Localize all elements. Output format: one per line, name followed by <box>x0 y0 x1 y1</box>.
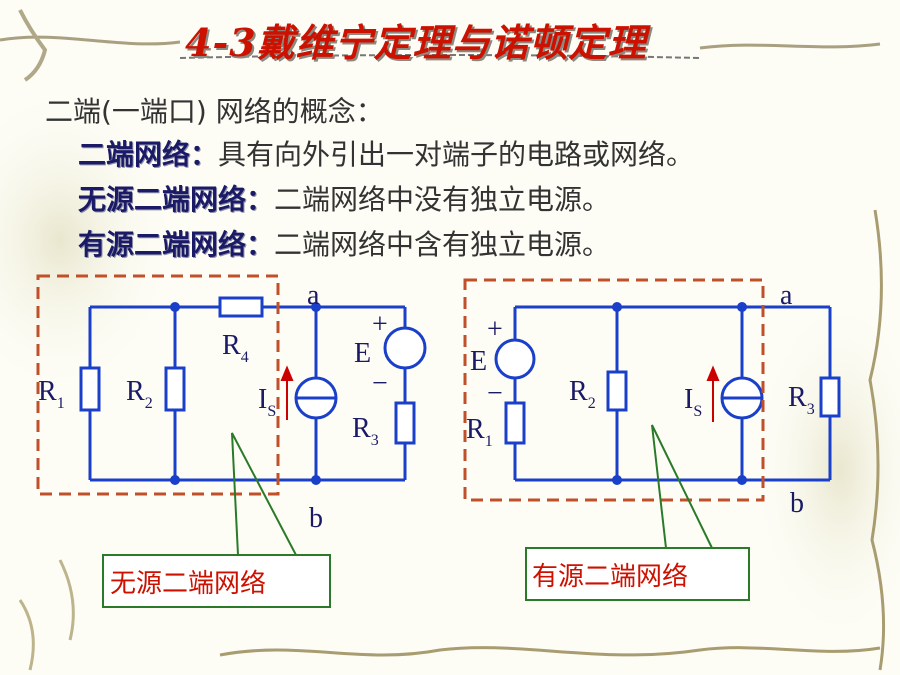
voltage-source-e <box>494 338 536 380</box>
terminal-a-label: a <box>780 280 793 311</box>
terminal-a-label: a <box>307 280 320 311</box>
terminal-b-label: b <box>309 503 323 534</box>
r3-label: R3 <box>788 382 815 418</box>
active-network-callout: 有源二端网络 <box>532 562 688 592</box>
resistor-r2 <box>164 366 186 412</box>
junction-nodes <box>170 302 747 485</box>
plus-sign: + <box>372 309 388 340</box>
r3-label: R3 <box>352 413 379 449</box>
page-title: 4-3戴维宁定理与诺顿定理 <box>185 20 647 65</box>
minus-sign: − <box>487 378 503 409</box>
resistor-r4 <box>218 296 264 318</box>
terminal-b-label: b <box>790 488 804 519</box>
r1-label: R1 <box>466 414 493 450</box>
definition-desc: 二端网络中没有独立电源。 <box>274 183 611 216</box>
is-label: IS <box>258 384 276 420</box>
resistor-r3 <box>819 376 841 418</box>
left-circuit <box>88 305 407 482</box>
voltage-source-e <box>383 326 427 370</box>
active-network-box <box>463 278 765 502</box>
resistor-r1 <box>79 366 101 412</box>
resistor-r2 <box>606 370 628 412</box>
definition-row: 有源二端网络：二端网络中含有独立电源。 <box>78 223 610 263</box>
e-label: E <box>470 346 487 377</box>
top-vine <box>0 35 881 50</box>
definition-term: 二端网络： <box>78 138 219 171</box>
is-label: IS <box>684 384 702 420</box>
passive-network-callout: 无源二端网络 <box>110 569 266 599</box>
plus-sign: + <box>487 314 503 345</box>
resistor-r3 <box>394 401 416 445</box>
definition-row: 二端网络：具有向外引出一对端子的电路或网络。 <box>78 133 694 173</box>
resistor-r1 <box>504 401 526 445</box>
r2-label: R2 <box>569 376 596 412</box>
callout-box <box>525 547 750 601</box>
right-vine <box>868 209 886 671</box>
e-label: E <box>354 338 371 369</box>
definition-desc: 二端网络中含有独立电源。 <box>274 228 611 261</box>
callout-pointer <box>231 432 297 556</box>
definition-term: 无源二端网络： <box>78 183 275 216</box>
definition-row: 无源二端网络：二端网络中没有独立电源。 <box>78 178 610 218</box>
passive-network-box <box>36 274 280 496</box>
definition-desc: 具有向外引出一对端子的电路或网络。 <box>218 138 695 171</box>
callout-box <box>102 554 331 608</box>
callout-pointer <box>651 424 713 549</box>
intro-text: 二端(一端口) 网络的概念： <box>45 95 384 128</box>
right-circuit <box>513 305 832 482</box>
bottom-vine <box>219 646 881 657</box>
definition-term: 有源二端网络： <box>78 228 275 261</box>
r4-label: R4 <box>222 330 249 366</box>
r2-label: R2 <box>126 376 153 412</box>
r1-label: R1 <box>38 376 65 412</box>
minus-sign: − <box>372 368 388 399</box>
